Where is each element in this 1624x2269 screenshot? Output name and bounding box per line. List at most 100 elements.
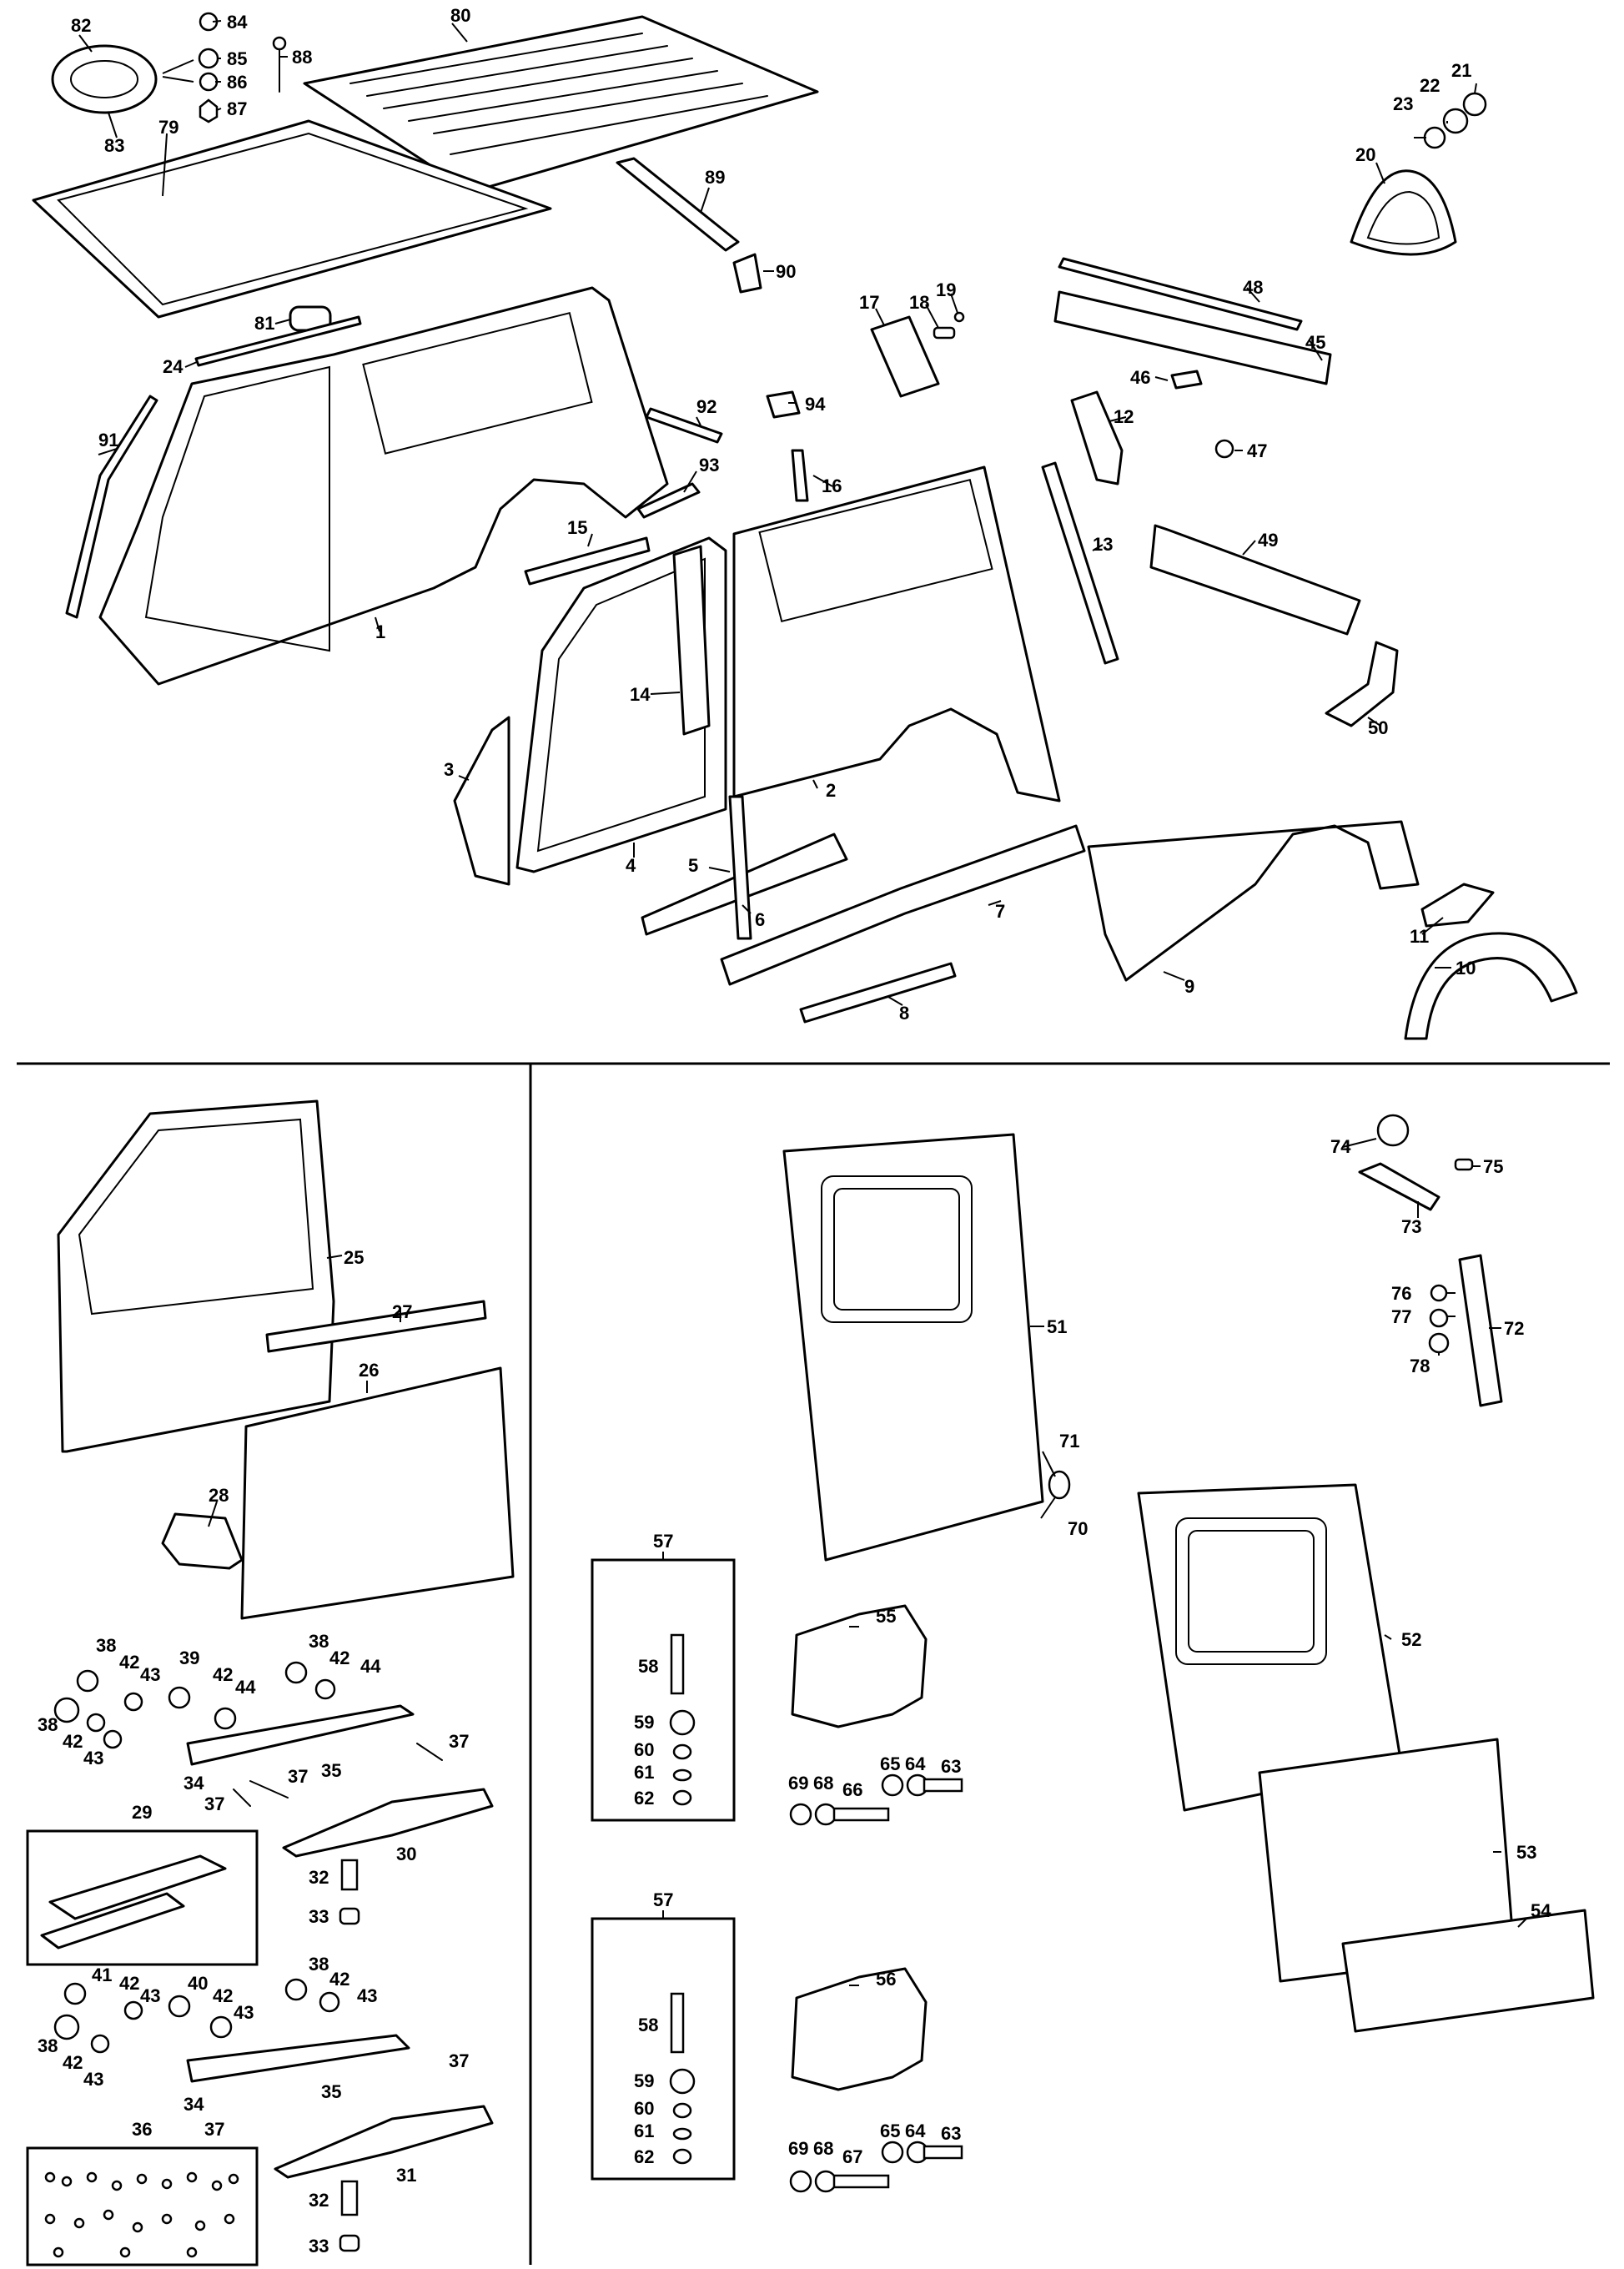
callout-91: 91 (98, 430, 118, 450)
callout-66: 66 (842, 1779, 862, 1800)
callout-62: 62 (634, 1788, 654, 1809)
callout-37e: 37 (204, 2119, 224, 2140)
callout-37c: 37 (204, 1794, 224, 1814)
roof-seal (32, 119, 552, 319)
callout-20: 20 (1355, 144, 1375, 165)
callout-44: 44 (235, 1677, 256, 1698)
hinge-bush-33b (339, 2234, 360, 2252)
callout-46: 46 (1130, 367, 1150, 388)
callout-17: 17 (859, 292, 879, 313)
wheel-arch (1404, 932, 1578, 1040)
rear-top-rail-48 (1058, 257, 1303, 331)
hinge-kit-box-57-upper (591, 1558, 736, 1822)
callout-92: 92 (696, 396, 716, 417)
rail-screw (1214, 439, 1234, 459)
callout-31: 31 (396, 2165, 416, 2186)
callout-87: 87 (227, 98, 247, 119)
callout-32: 32 (309, 1867, 329, 1888)
rail-bracket (1170, 370, 1203, 390)
callout-79: 79 (158, 117, 178, 138)
callout-40: 40 (188, 1973, 208, 1994)
callout-50: 50 (1368, 717, 1388, 738)
callout-58: 58 (638, 1656, 658, 1677)
sill-seal (728, 795, 752, 940)
callout-42c: 42 (63, 1731, 83, 1752)
callout-83: 83 (104, 135, 124, 156)
door-skin (240, 1366, 515, 1620)
callout-43c: 43 (140, 1985, 160, 2006)
callout-26: 26 (359, 1360, 379, 1381)
outer-sill (720, 824, 1086, 986)
hinge-kit-lower-contents (669, 1992, 696, 2165)
callout-59b: 59 (634, 2070, 654, 2091)
callout-42b: 42 (213, 1664, 233, 1685)
callout-21: 21 (1451, 60, 1471, 81)
callout-28: 28 (209, 1485, 229, 1506)
callout-38b: 38 (38, 1714, 58, 1735)
arch-bracket (1420, 883, 1495, 928)
door-shell (57, 1099, 335, 1453)
callout-5: 5 (688, 855, 698, 876)
callout-33b: 33 (309, 2236, 329, 2256)
door-aperture-frame (515, 536, 727, 873)
callout-42e: 42 (119, 1973, 139, 1994)
hinge-group-lower (53, 1978, 494, 2179)
callout-72: 72 (1504, 1318, 1524, 1339)
rear-gutter-strip (616, 157, 740, 252)
callout-35b: 35 (321, 2081, 341, 2102)
callout-30: 30 (396, 1844, 416, 1864)
left-body-side (98, 286, 669, 686)
vent-screw (933, 326, 956, 340)
callout-24: 24 (163, 356, 184, 377)
callout-2: 2 (826, 780, 836, 801)
callout-52: 52 (1401, 1629, 1421, 1650)
callout-69: 69 (788, 1773, 808, 1794)
callout-63: 63 (941, 1756, 961, 1777)
callout-9: 9 (1184, 976, 1194, 997)
check-strap-assembly (1358, 1114, 1503, 1407)
callout-42: 42 (119, 1652, 139, 1673)
hinge-bush-33 (339, 1907, 360, 1925)
callout-15: 15 (567, 517, 587, 538)
callout-82: 82 (71, 15, 91, 36)
callout-18: 18 (909, 292, 929, 313)
callout-44b: 44 (360, 1656, 381, 1677)
callout-89: 89 (705, 167, 725, 188)
fixing-kit-box-36 (26, 2146, 259, 2266)
callout-76: 76 (1391, 1283, 1411, 1304)
hinge-group-upper (53, 1661, 494, 1858)
callout-29: 29 (132, 1802, 152, 1823)
vent-box (870, 315, 940, 398)
callout-65b: 65 (880, 2121, 900, 2141)
callout-47: 47 (1247, 440, 1267, 461)
callout-75: 75 (1483, 1156, 1503, 1177)
rear-door-section (591, 1114, 1595, 2193)
callout-60: 60 (634, 1739, 654, 1760)
callout-69b: 69 (788, 2138, 808, 2159)
hinge-56-fixings (789, 2141, 963, 2193)
callout-38: 38 (96, 1635, 116, 1656)
callout-62b: 62 (634, 2146, 654, 2167)
callout-63b: 63 (941, 2123, 961, 2144)
callout-88: 88 (292, 47, 312, 68)
corner-bracket (636, 482, 701, 519)
callout-81: 81 (254, 313, 274, 334)
kick-strip (799, 962, 957, 1024)
callout-16: 16 (822, 475, 842, 496)
fixing-kit-contents (44, 2171, 239, 2258)
callout-42g: 42 (329, 1969, 349, 1990)
callout-4: 4 (626, 855, 636, 876)
b-pillar-seal (791, 449, 809, 502)
callout-45: 45 (1305, 332, 1325, 353)
a-pillar-seal (65, 395, 158, 619)
vent-pin (953, 311, 965, 323)
callout-43b: 43 (83, 1748, 103, 1768)
callout-11: 11 (1410, 926, 1429, 947)
callout-42h: 42 (63, 2052, 83, 2073)
callout-58b: 58 (638, 2015, 658, 2035)
callout-14: 14 (630, 684, 651, 705)
rear-quarter-panel (1087, 820, 1420, 982)
callout-55: 55 (876, 1606, 896, 1627)
callout-13: 13 (1093, 534, 1113, 555)
hinge-56 (791, 1967, 928, 2091)
